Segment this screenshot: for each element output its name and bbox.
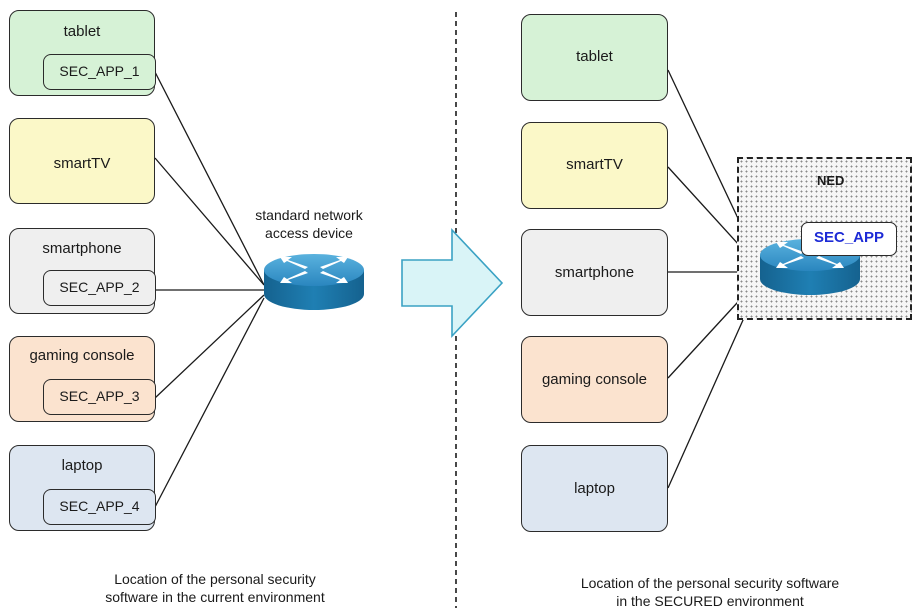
device-laptop: laptop SEC_APP_4 (9, 445, 156, 531)
sec-app-badge: SEC_APP_4 (43, 489, 156, 525)
device-tablet: tablet SEC_APP_1 (9, 10, 156, 96)
device-label: tablet (576, 48, 613, 65)
ned-label: NED (817, 173, 845, 188)
device-laptop-right: laptop (521, 445, 668, 532)
device-label: laptop (61, 457, 103, 474)
transition-arrow (401, 227, 504, 339)
sec-app-badge: SEC_APP_1 (43, 54, 156, 90)
device-gaming-console: gaming console SEC_APP_3 (9, 336, 156, 422)
device-gaming-console-right: gaming console (521, 336, 668, 423)
device-label: smartTV (566, 156, 623, 173)
router-label-line2: access device (265, 225, 353, 241)
router-label-line1: standard network (255, 207, 363, 223)
device-label: gaming console (29, 347, 135, 364)
device-smarttv: smartTV (9, 118, 155, 204)
link-laptop (154, 297, 265, 508)
router-label: standard network access device (234, 206, 384, 242)
device-label: smartphone (554, 264, 635, 281)
device-label: smartphone (42, 240, 122, 257)
device-label: gaming console (541, 371, 648, 388)
right-caption-line1: Location of the personal security softwa… (580, 575, 840, 591)
link-gaming-console (154, 294, 265, 399)
device-tablet-right: tablet (521, 14, 668, 101)
sec-app-badge: SEC_APP_2 (43, 270, 156, 306)
sec-app-badge-ned: SEC_APP (801, 222, 897, 256)
device-label: smartTV (53, 155, 111, 172)
link-tablet (154, 71, 265, 286)
left-links (154, 71, 265, 508)
left-caption-line1: Location of the personal security (114, 571, 316, 587)
device-smarttv-right: smartTV (521, 122, 668, 209)
link-smarttv (154, 157, 265, 286)
left-caption-line2: software in the current environment (105, 589, 325, 605)
sec-app-badge: SEC_APP_3 (43, 379, 156, 415)
device-smartphone: smartphone SEC_APP_2 (9, 228, 156, 314)
device-label: tablet (63, 23, 101, 40)
device-label: laptop (574, 480, 615, 497)
left-caption: Location of the personal security softwa… (20, 570, 410, 606)
device-smartphone-right: smartphone (521, 229, 668, 316)
right-caption: Location of the personal security softwa… (520, 574, 900, 610)
right-caption-line2: in the SECURED environment (616, 593, 804, 609)
